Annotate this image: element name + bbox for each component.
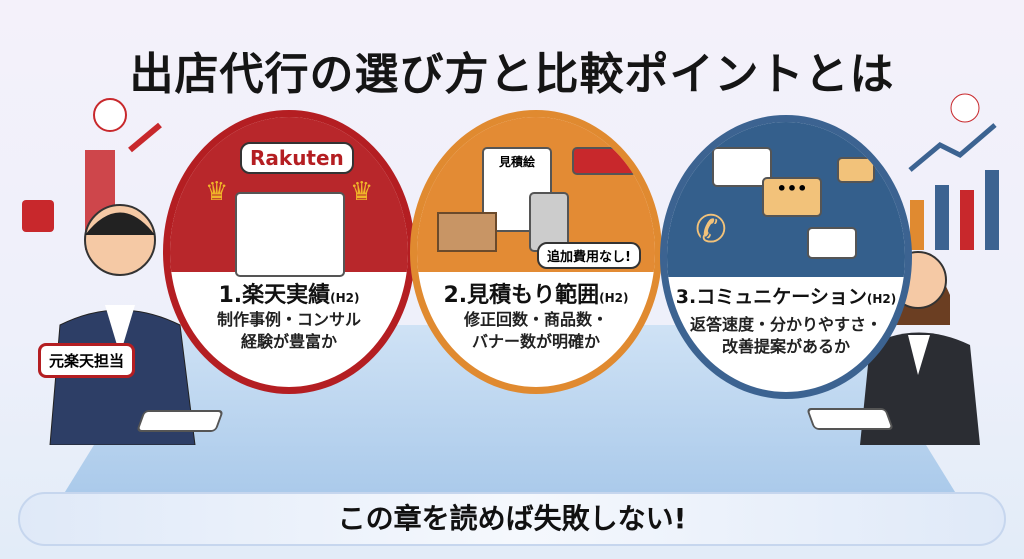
banner-icon (572, 147, 637, 175)
point-description: 制作事例・コンサル経験が豊富か (170, 309, 408, 353)
point-card-rakuten-results: Rakuten ♛ ♛ 1.楽天実績(H2) 制作事例・コンサル経験が豊富か (163, 110, 415, 394)
page-title: 出店代行の選び方と比較ポイントとは (129, 49, 895, 100)
paper-document (805, 408, 895, 430)
crown-icon: ♛ (350, 177, 374, 207)
phone-icon: ✆ (695, 207, 727, 251)
no-extra-cost-badge: 追加費用なし! (537, 242, 641, 269)
envelope-icon (837, 157, 875, 183)
point-description: 返答速度・分かりやすさ・改善提案があるか (667, 314, 905, 358)
crown-icon: ♛ (205, 177, 229, 207)
point-heading: 2.見積もり範囲(H2) (417, 277, 655, 309)
point-heading: 3.コミュニケーション(H2) (667, 282, 905, 309)
rakuten-logo: Rakuten (240, 142, 354, 174)
description-line: バナー数が明確か (471, 332, 600, 351)
box-icon (437, 212, 497, 252)
description-line: 改善提案があるか (721, 337, 850, 356)
description-line: 返答速度・分かりやすさ・ (689, 315, 882, 334)
description-line: 修正回数・商品数・ (463, 310, 608, 329)
heading-tag: (H2) (330, 291, 360, 305)
chat-bubble-icon (712, 147, 772, 187)
heading-text: 1.楽天実績 (218, 283, 331, 308)
point-heading: 1.楽天実績(H2) (170, 277, 408, 309)
point-description: 修正回数・商品数・バナー数が明確か (417, 309, 655, 353)
heading-text: 3.コミュニケーション (675, 286, 867, 308)
paper-document (135, 410, 225, 432)
heading-text: 2.見積もり範囲 (443, 283, 600, 308)
speaker-label: 元楽天担当 (38, 343, 136, 378)
chat-bubble-icon: ••• (762, 177, 822, 217)
rakuten-illustration: Rakuten ♛ ♛ (170, 117, 408, 277)
profile-card-icon (807, 227, 857, 259)
bottom-banner: この章を読めば失敗しない! (18, 492, 1006, 546)
web-page-icon (235, 192, 345, 277)
bar-chart-growth-icon (908, 93, 999, 250)
description-line: 制作事例・コンサル (216, 310, 361, 329)
heading-tag: (H2) (599, 291, 629, 305)
point-card-communication: ••• ✆ 3.コミュニケーション(H2) 返答速度・分かりやすさ・改善提案があ… (660, 115, 912, 399)
communication-illustration: ••• ✆ (667, 122, 905, 277)
heading-tag: (H2) (866, 292, 897, 306)
estimate-illustration: 見積絵 追加費用なし! (417, 117, 655, 272)
description-line: 経験が豊富か (240, 332, 337, 351)
point-card-estimate-scope: 見積絵 追加費用なし! 2.見積もり範囲(H2) 修正回数・商品数・バナー数が明… (410, 110, 662, 394)
